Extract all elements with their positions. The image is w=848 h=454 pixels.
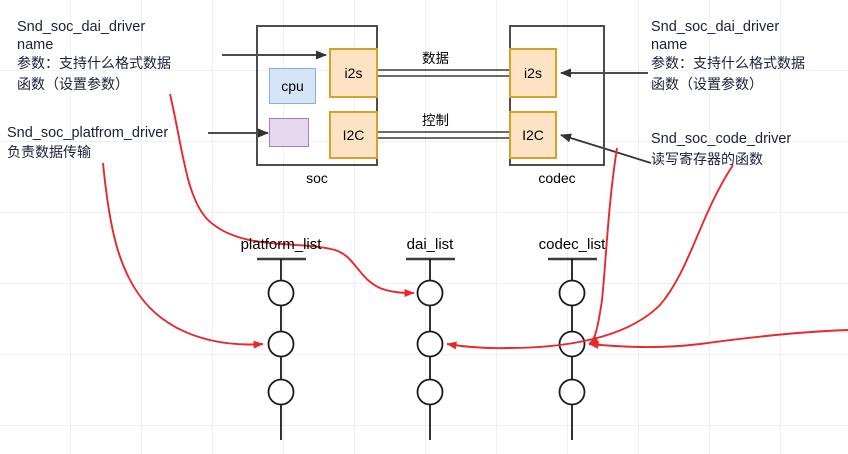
annotation-bottom-right-line2: 读写寄存器的函数 — [651, 152, 763, 168]
list-label-platform_list: platform_list — [240, 236, 322, 253]
list-platform_list-chain — [257, 257, 306, 440]
annotation-top-right-line1: Snd_soc_dai_driver — [651, 19, 780, 35]
soc-i2s-block: i2s — [329, 48, 378, 98]
list-label-codec_list: codec_list — [538, 236, 606, 253]
annotation-top-right-line3: 参数：支持什么格式数据 — [651, 56, 805, 72]
annotation-top-left-line2: name — [17, 37, 54, 53]
list-dai_list-chain — [406, 257, 455, 440]
bus-control-label: 控制 — [422, 113, 449, 129]
annotation-top-right-line2: name — [651, 37, 688, 53]
red-curve-code-driver-to-codec_list — [588, 147, 618, 345]
annotation-bottom-left-line1: Snd_soc_platfrom_driver — [7, 125, 169, 141]
red-curve-platform-driver-to-platform_list — [102, 162, 264, 349]
codec-i2s-block: i2s — [509, 48, 557, 98]
annotation-bottom-right-line1: Snd_soc_code_driver — [651, 131, 792, 147]
list-label-dai_list: dai_list — [406, 236, 454, 253]
red-curve-tail-into-codec_list — [588, 329, 848, 349]
arrow-code-driver-to-codec-i2c — [560, 133, 652, 164]
annotation-top-left-line4: 函数（设置参数） — [17, 77, 129, 93]
annotation-top-left-line3: 参数：支持什么格式数据 — [17, 56, 171, 72]
bus-data-lines — [378, 69, 509, 77]
annotation-top-left-line1: Snd_soc_dai_driver — [17, 19, 146, 35]
soc-platform-block — [269, 118, 309, 147]
list-codec_list-chain — [548, 257, 597, 440]
annotation-bottom-left-line2: 负责数据传输 — [7, 145, 91, 161]
codec-i2c-block: I2C — [509, 111, 557, 159]
soc-cpu-block: cpu — [269, 68, 316, 104]
red-curve-codec-dai-driver-to-dai_list — [446, 164, 734, 350]
soc-box-label: soc — [306, 170, 328, 186]
annotation-top-right-line4: 函数（设置参数） — [651, 77, 763, 93]
soc-i2c-block: I2C — [329, 111, 378, 159]
bus-control-lines — [378, 131, 509, 139]
codec-box-label: codec — [538, 170, 576, 186]
red-curve-dai-driver-to-dai_list — [169, 93, 415, 297]
bus-data-label: 数据 — [422, 51, 449, 67]
